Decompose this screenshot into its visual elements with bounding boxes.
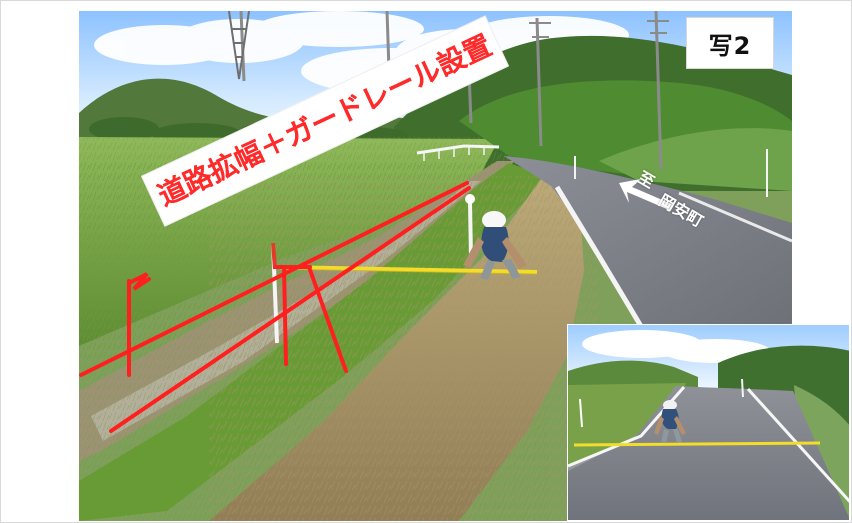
worker (463, 211, 527, 280)
measuring-tape-shadow (279, 268, 538, 275)
distant-guardrail-posts (423, 147, 485, 161)
direction-arrow (619, 179, 674, 210)
inset-road-edge-right (746, 387, 849, 504)
measuring-tape (279, 265, 538, 274)
dry-slope-texture (209, 176, 599, 521)
inset-photo (567, 324, 850, 521)
electric-tower (228, 11, 250, 80)
inset-worker (654, 400, 686, 443)
photo-label: 写2 (686, 17, 774, 69)
right-slope-grass (599, 128, 792, 191)
annotation-lines (79, 181, 471, 433)
inset-road-post (741, 378, 744, 398)
marker-post-right (468, 202, 473, 258)
road (504, 156, 792, 333)
inset-measuring-tape (573, 441, 821, 447)
distant-guardrail (416, 144, 500, 155)
main-photo: 道路拡幅＋ガードレール設置 至 岡安町 (79, 11, 792, 521)
inset-marker-post (579, 398, 583, 428)
marker-post-right-cap (465, 194, 475, 204)
pole-crossarms (529, 20, 669, 38)
inset-photo-svg (568, 325, 849, 520)
left-up-arrow-icon (619, 179, 674, 210)
road-edge-line (554, 185, 648, 335)
inset-road (568, 386, 849, 520)
marker-post-left-red (271, 242, 277, 270)
road-center-line (678, 191, 792, 243)
